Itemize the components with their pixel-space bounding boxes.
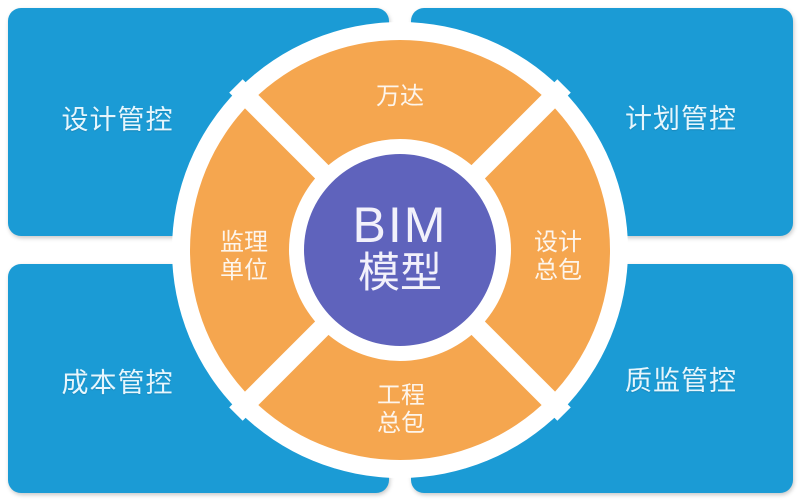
segment-top-label: 万达 — [376, 83, 424, 110]
panel-quality-control-label: 质监管控 — [625, 366, 737, 396]
center-label-model: 模型 — [358, 249, 442, 296]
panel-plan-control-label: 计划管控 — [625, 103, 737, 134]
segment-left-label-line1: 监理 — [220, 229, 268, 256]
segment-bottom-label-line2: 总包 — [377, 410, 425, 437]
segment-left-label-line2: 单位 — [220, 257, 268, 284]
segment-right-label-line2: 总包 — [534, 257, 582, 284]
segment-bottom-label-line1: 工程 — [377, 382, 425, 409]
panel-design-control-label: 设计管控 — [61, 104, 174, 135]
wheel-center-circle — [304, 154, 496, 346]
segment-right-label-line1: 设计 — [534, 229, 582, 256]
panel-cost-control-label: 成本管控 — [61, 368, 174, 398]
center-label-bim: BIM — [353, 197, 448, 253]
